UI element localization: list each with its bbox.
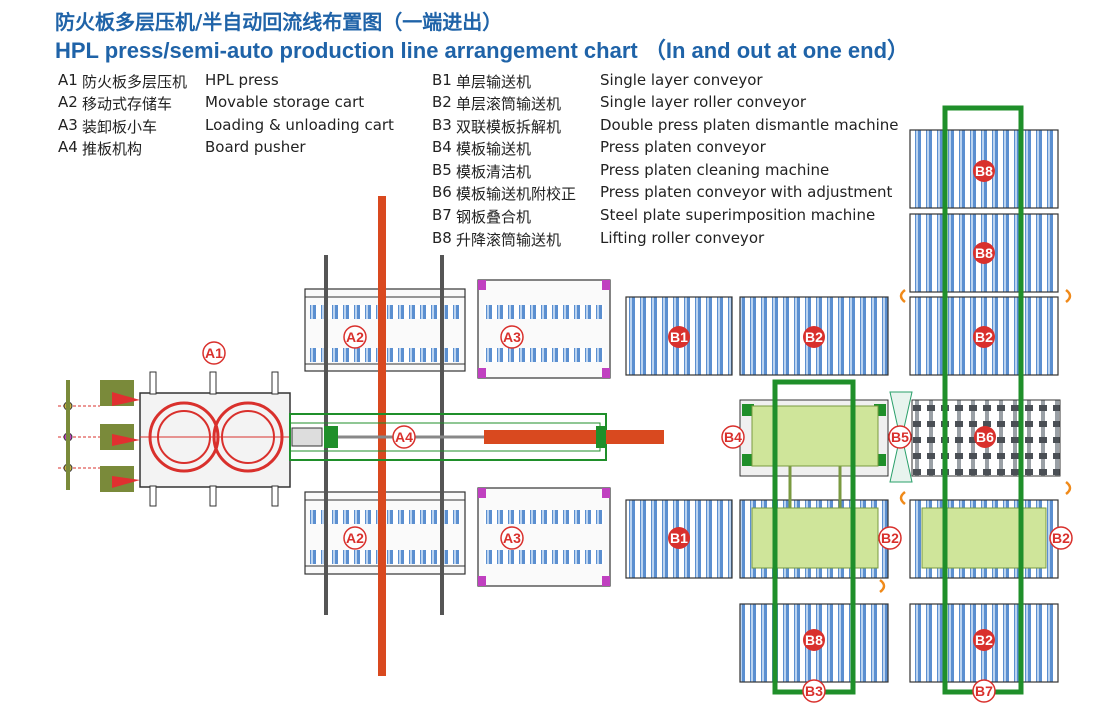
legend-en: Press platen conveyor (600, 138, 766, 156)
legend-code: B1 (432, 71, 452, 89)
legend-en: Loading & unloading cart (205, 116, 394, 134)
label-b1-bottom-ring (668, 527, 690, 549)
legend-en: Press platen cleaning machine (600, 161, 830, 179)
label-a3-bottom: A3 (503, 530, 521, 546)
legend-en: Steel plate superimposition machine (600, 206, 876, 224)
label-b1-top-ring (668, 326, 690, 348)
legend-cn: 推板机构 (82, 140, 143, 158)
legend-cn: 升降滚筒输送机 (456, 231, 562, 249)
legend-cn: 装卸板小车 (82, 118, 158, 136)
legend-code: B8 (432, 229, 452, 247)
label-b8-mid: B8 (975, 245, 993, 261)
label-a4-ring (392, 425, 416, 449)
label-a2-top-ring (343, 325, 367, 349)
conveyor-b8-mid (909, 213, 1059, 293)
label-b6: B6 (976, 429, 994, 445)
label-a3-top-ring (500, 325, 524, 349)
legend-code: B4 (432, 138, 452, 156)
legend-code: A4 (58, 138, 78, 156)
legend-en: HPL press (205, 71, 279, 89)
legend-code: B7 (432, 206, 452, 224)
legend-cn: 防火板多层压机 (82, 73, 188, 91)
flow-arrows (879, 289, 1072, 593)
label-a3-bottom-ring (500, 526, 524, 550)
label-b8-mid-ring (973, 242, 995, 264)
cart-rail-right (440, 255, 444, 615)
legend-code: A1 (58, 71, 78, 89)
legend-code: B6 (432, 183, 452, 201)
hydraulic-units (58, 380, 140, 492)
label-a3-top: A3 (503, 329, 521, 345)
label-b3-ring (802, 679, 826, 703)
label-b7: B7 (975, 683, 993, 699)
label-a4: A4 (395, 429, 413, 445)
label-b2-e-ring (973, 629, 995, 651)
label-b2-b: B2 (881, 530, 899, 546)
legend-en: Lifting roller conveyor (600, 229, 765, 247)
label-a1: A1 (205, 345, 223, 361)
label-b5: B5 (891, 429, 909, 445)
label-b1-bottom: B1 (670, 530, 688, 546)
legend-en: Board pusher (205, 138, 306, 156)
legend-cn: 模板输送机 (456, 140, 532, 158)
legend-cn: 双联模板拆解机 (456, 118, 562, 136)
board-pusher (289, 413, 664, 461)
label-a2-bottom: A2 (346, 530, 364, 546)
platen-conveyor-b4 (739, 399, 889, 477)
legend-en: Single layer conveyor (600, 71, 763, 89)
label-b1-top: B1 (670, 329, 688, 345)
label-b5-ring (888, 425, 912, 449)
loading-cart-top (477, 279, 611, 379)
label-b3: B3 (805, 683, 823, 699)
legend-cn: 移动式存储车 (82, 95, 173, 113)
legend-en: Press platen conveyor with adjustment (600, 183, 893, 201)
label-b8-top: B8 (975, 163, 993, 179)
legend-code: B5 (432, 161, 452, 179)
legend-cn: 单层滚筒输送机 (456, 95, 562, 113)
hpl-press (139, 371, 291, 507)
label-b2-d: B2 (1052, 530, 1070, 546)
legend-en: Movable storage cart (205, 93, 365, 111)
label-b2-a: B2 (805, 329, 823, 345)
title-en: HPL press/semi-auto production line arra… (55, 38, 910, 63)
legend-cn: 钢板叠合机 (456, 208, 532, 226)
label-a2-top-text: A2 (346, 329, 364, 345)
label-b6-ring (974, 426, 996, 448)
label-b2-c-ring (973, 326, 995, 348)
label-b4: B4 (724, 429, 742, 445)
legend-code: A3 (58, 116, 78, 134)
legend-cn: 模板清洁机 (456, 163, 532, 181)
label-b2-e: B2 (975, 632, 993, 648)
legend-en: Double press platen dismantle machine (600, 116, 899, 134)
label-b2-d-ring (1049, 526, 1073, 550)
loading-cart-bottom (477, 487, 611, 587)
label-b4-ring (721, 425, 745, 449)
legend-cn: 单层输送机 (456, 73, 532, 91)
legend-code: A2 (58, 93, 78, 111)
legend-en: Single layer roller conveyor (600, 93, 807, 111)
legend-code: B2 (432, 93, 452, 111)
label-b2-a-ring (803, 326, 825, 348)
steel-plate-b3 (751, 507, 879, 569)
label-b7-ring (972, 679, 996, 703)
label-a2-bottom-ring (343, 526, 367, 550)
legend-code: B3 (432, 116, 452, 134)
label-b8-low: B8 (805, 632, 823, 648)
legend-cn: 模板输送机附校正 (456, 185, 577, 203)
label-b8-top-ring (973, 160, 995, 182)
label-b2-b-ring (878, 526, 902, 550)
steel-plate-b7 (921, 507, 1047, 569)
label-b2-c: B2 (975, 329, 993, 345)
label-a1-ring (202, 341, 226, 365)
title-cn: 防火板多层压机/半自动回流线布置图（一端进出） (55, 10, 503, 34)
label-b8-low-ring (803, 629, 825, 651)
